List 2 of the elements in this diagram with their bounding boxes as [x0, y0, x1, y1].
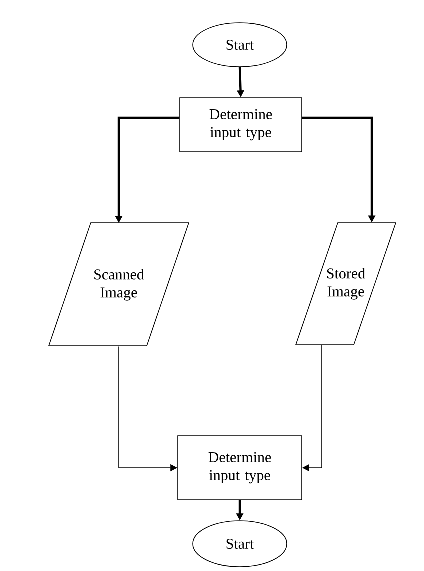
process-box: Determine input type	[180, 98, 302, 152]
process-box: Determine input type	[178, 436, 302, 500]
